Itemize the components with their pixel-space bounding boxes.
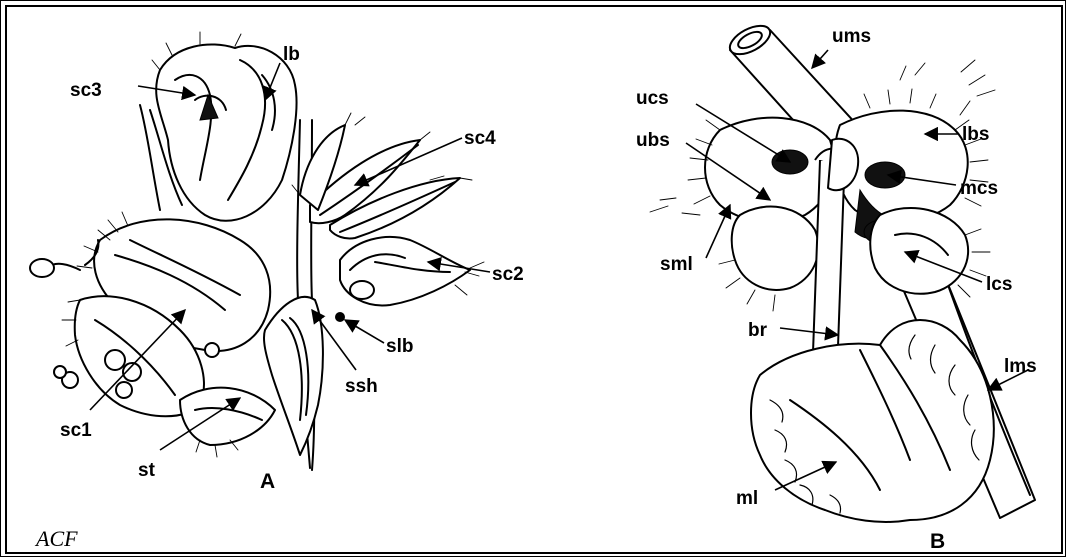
label-lcs: lcs bbox=[986, 274, 1012, 295]
label-ubs: ubs bbox=[636, 130, 670, 151]
label-sc4: sc4 bbox=[464, 128, 496, 149]
label-ums: ums bbox=[832, 26, 871, 47]
label-ssh: ssh bbox=[345, 376, 378, 397]
credit-initials: ACF bbox=[34, 526, 78, 551]
label-st: st bbox=[138, 460, 156, 481]
label-lb: lb bbox=[283, 44, 300, 65]
label-lbs: lbs bbox=[962, 124, 989, 145]
panel-b-drawing bbox=[650, 20, 1035, 522]
label-sc2: sc2 bbox=[492, 264, 524, 285]
label-br: br bbox=[748, 320, 768, 341]
panel-label-a: A bbox=[260, 470, 275, 493]
label-ucs: ucs bbox=[636, 88, 669, 109]
panel-label-b: B bbox=[930, 530, 945, 553]
label-lms: lms bbox=[1004, 356, 1037, 377]
label-slb: slb bbox=[386, 336, 413, 357]
label-ml: ml bbox=[736, 488, 758, 509]
slb-dot bbox=[335, 312, 345, 322]
label-mcs: mcs bbox=[960, 178, 998, 199]
label-sml: sml bbox=[660, 254, 693, 275]
label-sc3: sc3 bbox=[70, 80, 102, 101]
label-sc1: sc1 bbox=[60, 420, 92, 441]
